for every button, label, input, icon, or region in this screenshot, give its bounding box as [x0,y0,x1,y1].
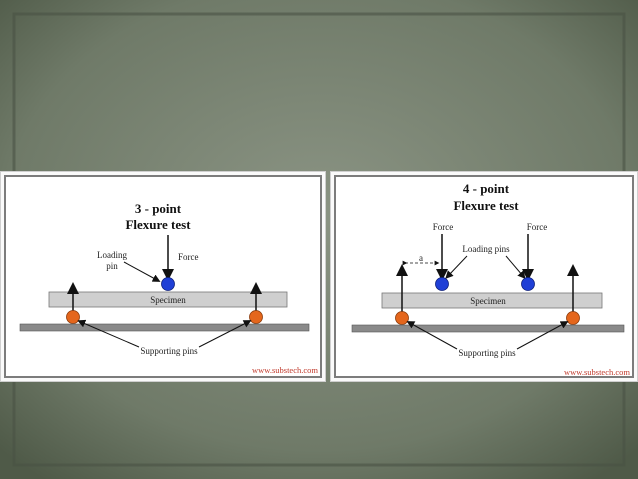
loading-pin-pointer [123,261,161,282]
panel-frame [334,175,634,378]
title-line2: Flexure test [125,217,191,232]
support-bar [19,323,310,332]
loading-pointer-right [505,255,526,280]
specimen [381,292,603,309]
loading-pointer-left [445,255,468,279]
force-right-label: Force [527,222,548,232]
supporting-pointer-left [77,319,140,348]
supporting-pointer-left [406,321,458,350]
title-line2: Flexure test [453,198,519,213]
source-url: www.substech.com [564,367,630,377]
title-line1: 3 - point [135,201,182,216]
supporting-pins-label: Supporting pins [140,346,198,356]
loading-pin-label-line2: pin [106,261,118,271]
title-line1: 4 - point [463,181,510,196]
four-point-flexure-diagram: 4 - point Flexure test Force Force Loadi… [351,181,630,377]
loading-pins-label: Loading pins [462,244,510,254]
loading-pin [161,277,175,291]
supporting-pin-left [395,311,409,325]
supporting-pin-right [566,311,580,325]
source-url: www.substech.com [252,365,318,375]
support-bar [351,324,625,333]
loading-pin-right [521,277,535,291]
distance-a-label: a [419,253,423,263]
supporting-pointer-right [516,321,569,350]
supporting-pointer-right [198,320,252,348]
specimen-label: Specimen [470,296,506,306]
supporting-pins-label: Supporting pins [458,348,516,358]
supporting-pin-left [66,310,80,324]
four-point-diagram-panel: 4 - point Flexure test Force Force Loadi… [330,171,638,382]
loading-pin-left [435,277,449,291]
supporting-pin-right [249,310,263,324]
three-point-diagram-panel: 3 - point Flexure test Loading pin Force… [0,171,326,382]
force-left-label: Force [433,222,454,232]
three-point-flexure-diagram: 3 - point Flexure test Loading pin Force… [19,201,318,375]
loading-pin-label-line1: Loading [97,250,127,260]
force-label: Force [178,252,199,262]
specimen-label: Specimen [150,295,186,305]
specimen [48,291,288,308]
